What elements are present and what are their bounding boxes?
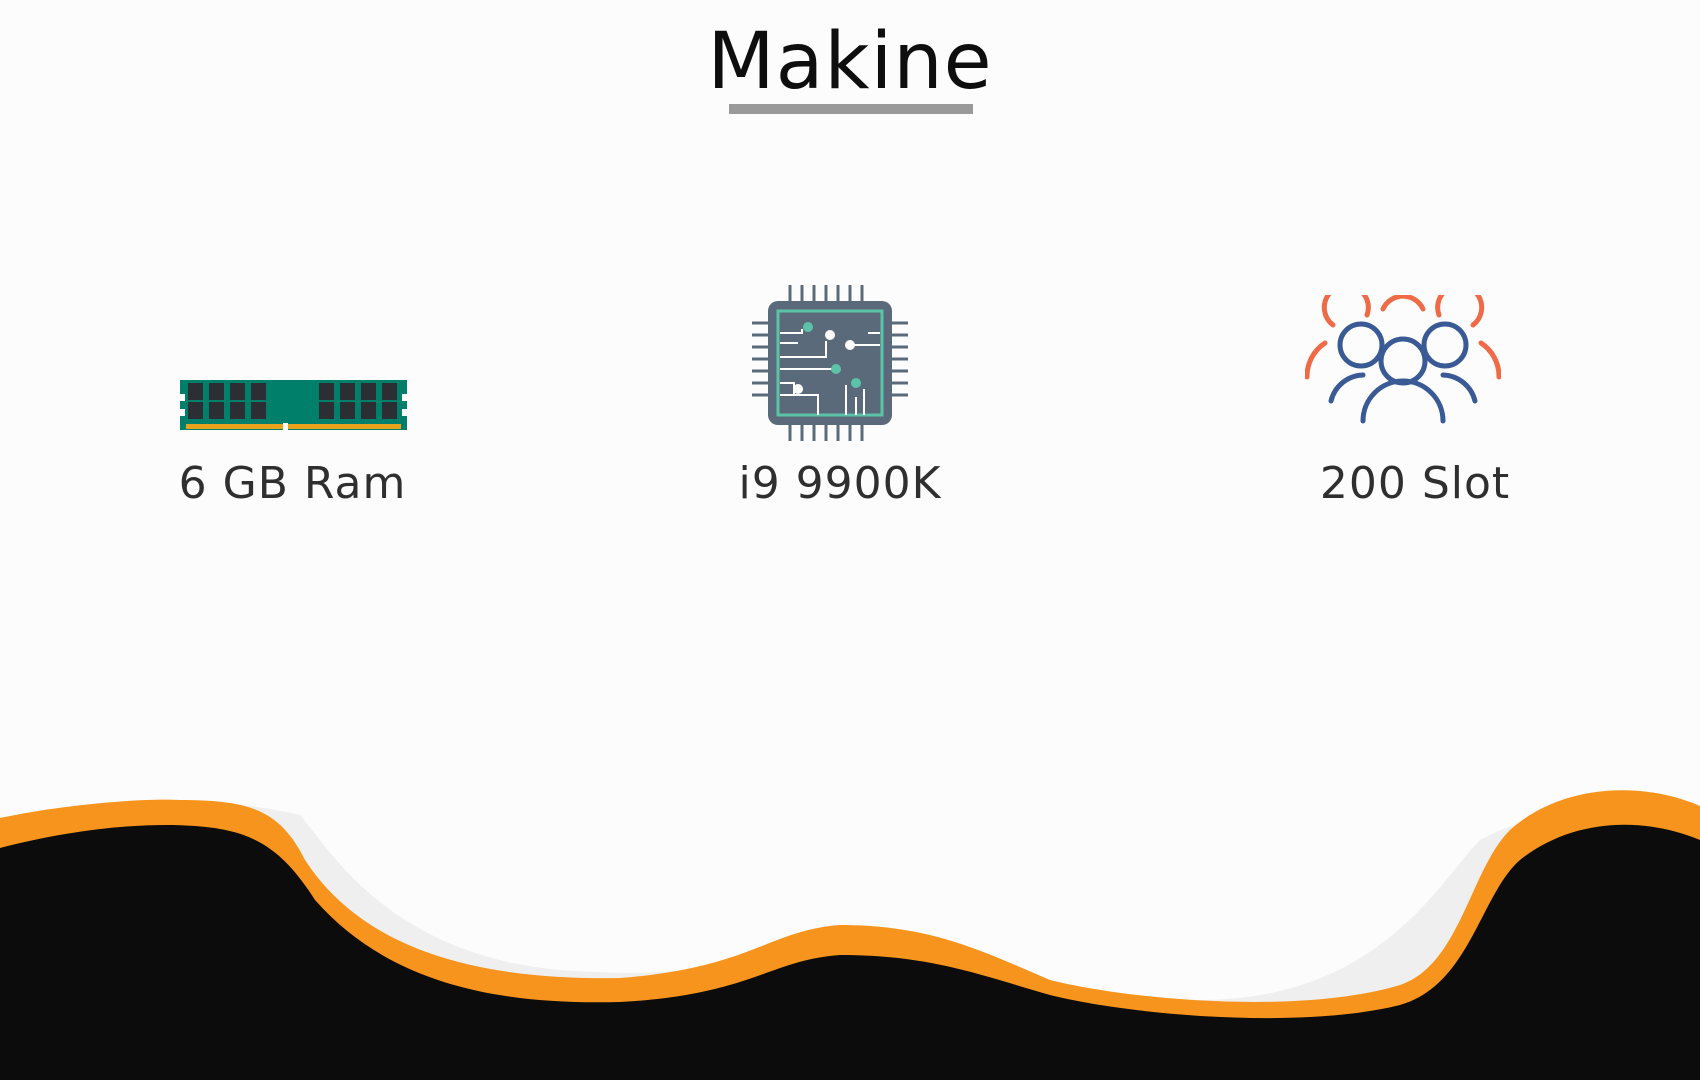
feature-users-label: 200 Slot (1319, 458, 1511, 509)
title-underline (729, 104, 973, 114)
cpu-chip-icon (752, 285, 908, 441)
ram-module-icon (180, 380, 407, 430)
users-group-icon (1305, 295, 1501, 424)
page-title: Makine (707, 17, 993, 107)
feature-ram-label: 6 GB Ram (178, 458, 407, 509)
feature-cpu-label: i9 9900K (738, 458, 942, 509)
